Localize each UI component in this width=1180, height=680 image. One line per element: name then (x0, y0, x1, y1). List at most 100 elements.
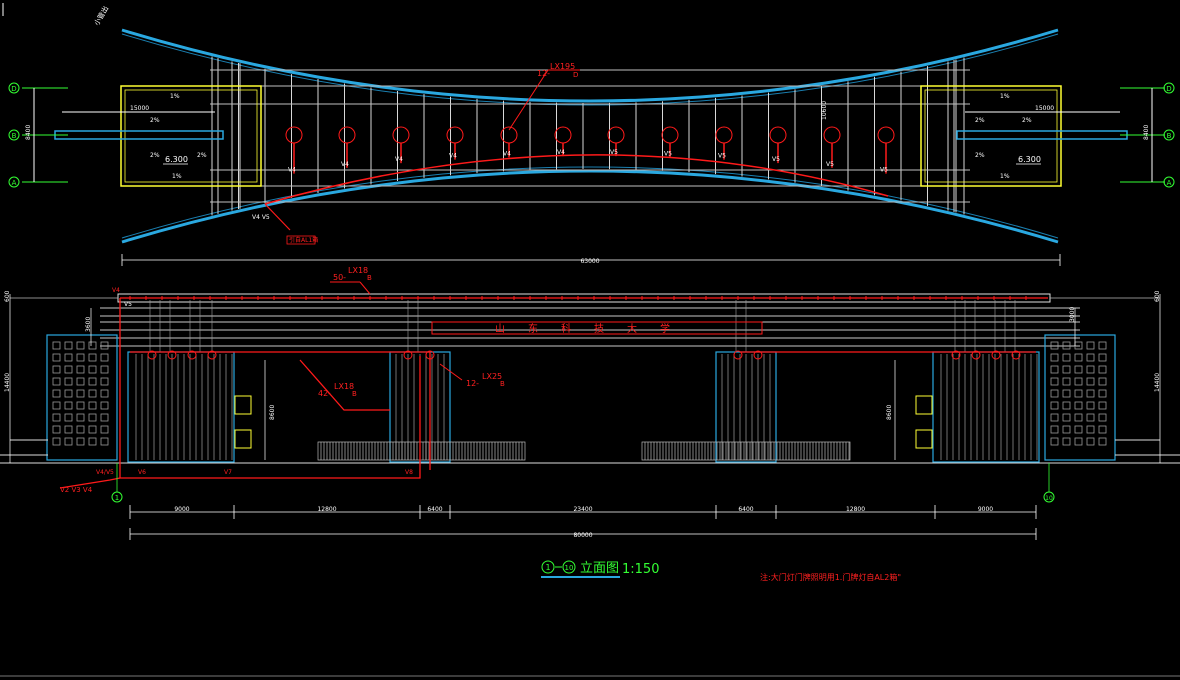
plan-feed-box (286, 235, 316, 245)
elev-windows-right (1050, 341, 1107, 446)
elev-dim-segment: 6400 (738, 506, 753, 513)
elev-sign-char: 学 (660, 322, 670, 335)
elev-dim-segment: 9000 (978, 506, 993, 513)
plan-light: V4 (338, 126, 356, 168)
plan-slope-bottom-right: 1% (1000, 173, 1010, 180)
plan-slope-mid-left-b: 2% (150, 152, 160, 159)
plan-slope-mid-left-a: 2% (150, 117, 160, 124)
plan-node-label: V5 (772, 156, 780, 163)
elev-wiring-dots (129, 296, 1027, 360)
svg-text:B: B (1167, 132, 1172, 140)
elev-axis-bubble-left: 1 (111, 491, 123, 503)
plan-node-label: V4 (557, 149, 565, 156)
elev-dim-h-left-0: 600 (4, 290, 11, 302)
plan-beam-bottom-inner (121, 166, 1059, 239)
elev-callout-mid-sub: LX18 (334, 382, 354, 391)
elev-node-left-tag2: V5 (124, 301, 132, 308)
title-axis-to: 10 (565, 564, 574, 572)
plan-light: V4 (500, 126, 518, 158)
plan-node-label: V5 (718, 153, 726, 160)
elev-callout-right-sub: LX25 (482, 372, 502, 381)
plan-node-label: V5 (664, 150, 672, 157)
plan-light: V5 (769, 126, 787, 164)
elev-callout-top-main: 50- (333, 273, 346, 282)
plan-grid-bubble-left-D: D (8, 82, 20, 94)
plan-view: D B A D B A 8400 8400 15000 15000 10600 (8, 4, 1175, 266)
plan-light: V4 (554, 126, 572, 157)
svg-text:D: D (11, 85, 16, 93)
elev-windows-left (52, 341, 109, 446)
elev-callout-mid-suffix: B (352, 390, 357, 398)
elev-node-bottom-left: V2 V3 V4 (60, 486, 93, 494)
plan-right-block-outer (920, 85, 1062, 187)
elev-node-bottom-2: V7 (224, 469, 232, 476)
plan-node-label: V4 (449, 153, 457, 160)
elev-dim-h-right-2: 14400 (1154, 373, 1161, 392)
elev-sign-text: 山东科技大学 (486, 322, 679, 335)
plan-grid-bubble-right-B: B (1163, 129, 1175, 141)
elev-callout-top-sub: LX18 (348, 266, 368, 275)
plan-node-label: V4 (288, 167, 296, 174)
elev-column-stripes (135, 300, 1038, 460)
plan-grid-bubble-left-B: B (8, 129, 20, 141)
title-axis-from: 1 (545, 563, 550, 572)
elev-callout-mid-main: 42- (318, 389, 331, 398)
plan-dim-side-left: 8400 (25, 125, 32, 140)
elev-dim-inner-right: 8600 (886, 405, 893, 420)
elev-dim-h-left-1: 3600 (85, 317, 92, 332)
elev-axis-bubble-right: 10 (1043, 491, 1055, 503)
elev-node-left-tag: V4 (112, 287, 120, 294)
elev-wiring (59, 297, 1048, 489)
plan-grid-horizontal (210, 69, 970, 203)
elev-dim-segment: 23400 (573, 506, 592, 513)
drawing-title: 1 10 立面图 1:150 (541, 560, 659, 578)
elev-callout-right-suffix: B (500, 380, 505, 388)
plan-light: V4 (285, 126, 303, 174)
svg-text:A: A (12, 179, 17, 187)
plan-slope-top-left: 1% (170, 93, 180, 100)
plan-through-bar-right (956, 130, 1128, 140)
plan-through-bar-left (54, 130, 224, 140)
plan-node-label: V4 (341, 161, 349, 168)
svg-text:A: A (1167, 179, 1172, 187)
plan-corner-label: 小管出 (92, 4, 110, 27)
plan-light: V4 (446, 126, 464, 160)
svg-text:D: D (1166, 85, 1171, 93)
plan-beam-top-inner (121, 33, 1059, 106)
plan-light: V5 (661, 126, 679, 158)
elev-dim-segment: 9000 (174, 506, 189, 513)
elev-dim-total: 80000 (573, 532, 592, 539)
svg-text:B: B (12, 132, 17, 140)
plan-feed-curve (264, 154, 889, 205)
plan-grid-bubble-left-A: A (8, 176, 20, 188)
plan-dim-top-right: 15000 (1035, 105, 1054, 112)
plan-cable-callout-sub: LX195 (550, 62, 575, 71)
elev-left-wing (46, 334, 118, 461)
elev-sign-char: 东 (528, 322, 538, 335)
plan-left-block-outer (120, 85, 262, 187)
plan-slope-mid-left-c: 2% (197, 152, 207, 159)
elev-sign-char: 山 (495, 323, 505, 335)
plan-cable-callout-main: 12- (537, 69, 550, 78)
elev-grates (317, 441, 851, 461)
plan-light: V5 (823, 126, 841, 168)
elev-node-bottom-0: V4/V5 (96, 469, 114, 476)
plan-node-label: V5 (826, 161, 834, 168)
plan-node-label: V5 (610, 149, 618, 156)
elev-node-bottom-3: V8 (405, 469, 413, 476)
elev-dim-h-right-1: 3000 (1069, 307, 1076, 322)
plan-slope-mid-right-b: 2% (1022, 117, 1032, 124)
plan-slope-bottom-left: 1% (172, 173, 182, 180)
elev-niches (234, 395, 933, 449)
elev-sign-char: 科 (561, 322, 571, 335)
elev-dim-segment: 12800 (317, 506, 336, 513)
elev-beam-lines (100, 307, 1080, 347)
plan-node-label: V5 (880, 167, 888, 174)
plan-slope-mid-right-c: 2% (975, 152, 985, 159)
elev-dim-h-right-0: 600 (1154, 290, 1161, 302)
svg-text:10: 10 (1045, 495, 1053, 502)
plan-cable-callout-suffix: D (573, 71, 578, 79)
